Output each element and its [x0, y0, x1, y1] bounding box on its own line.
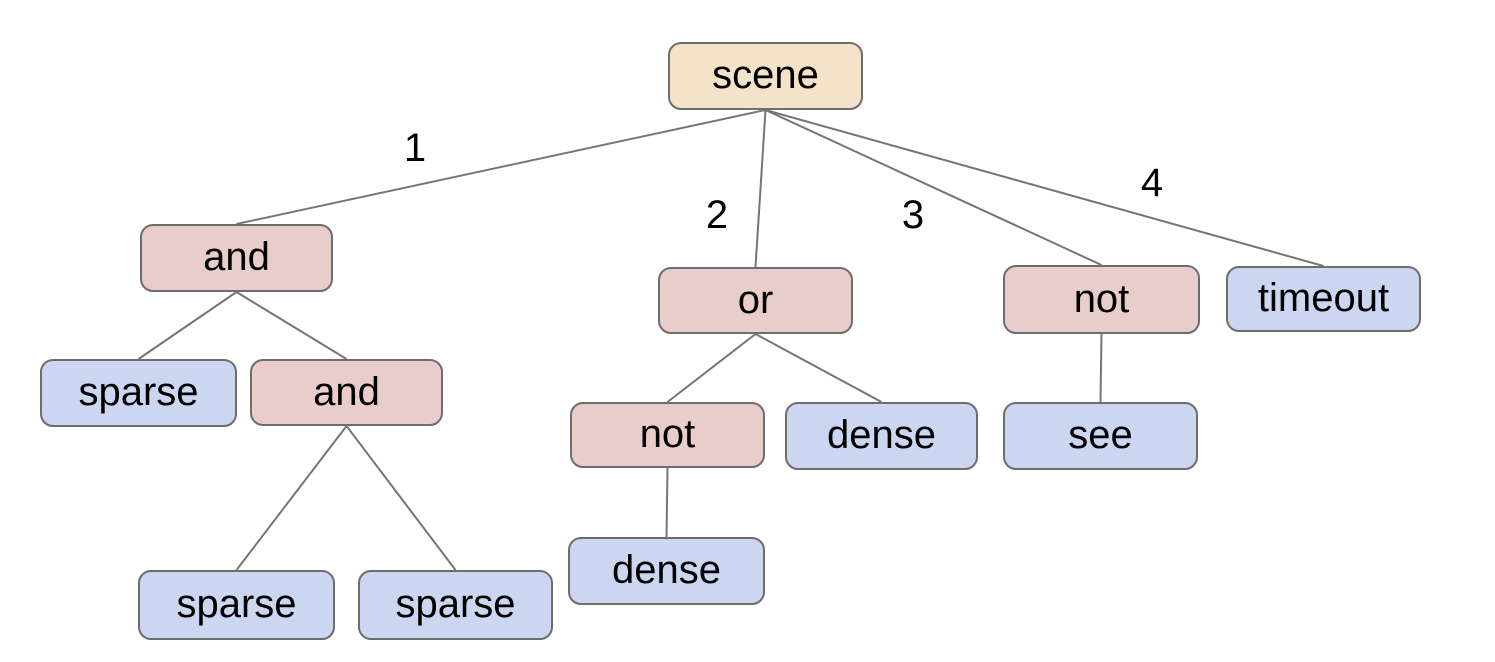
- edge-and2-sparse3: [345, 425, 457, 571]
- edge-or1-not2: [666, 333, 757, 403]
- node-or1[interactable]: or: [658, 267, 853, 334]
- node-label: scene: [712, 53, 819, 97]
- node-not2[interactable]: not: [570, 402, 765, 468]
- edge-label-4: 4: [1140, 161, 1164, 205]
- edge-not2-dense2: [665, 467, 669, 538]
- node-label: not: [639, 412, 696, 456]
- node-sparse3[interactable]: sparse: [358, 570, 553, 640]
- edge-scene-and1: [236, 109, 766, 225]
- node-label: see: [1068, 413, 1133, 457]
- node-not1[interactable]: not: [1003, 265, 1200, 334]
- node-and2[interactable]: and: [250, 359, 443, 426]
- node-dense2[interactable]: dense: [568, 537, 765, 605]
- node-label: and: [313, 369, 380, 414]
- node-and1[interactable]: and: [140, 224, 333, 292]
- edge-not1-see1: [1099, 333, 1103, 403]
- edge-scene-not1: [765, 109, 1102, 266]
- node-label: dense: [827, 413, 936, 457]
- node-label: not: [1073, 276, 1130, 321]
- edge-and2-sparse2: [235, 425, 348, 571]
- node-label: or: [737, 277, 774, 322]
- node-label: timeout: [1257, 276, 1390, 320]
- edge-or1-dense1: [755, 333, 882, 403]
- node-sparse1[interactable]: sparse: [40, 359, 237, 427]
- edge-and1-sparse1: [137, 291, 238, 360]
- node-label: sparse: [176, 582, 297, 626]
- node-dense1[interactable]: dense: [785, 402, 978, 470]
- node-label: and: [203, 235, 270, 279]
- node-scene[interactable]: scene: [668, 42, 863, 110]
- edge-and1-and2: [235, 291, 348, 360]
- edge-scene-timeout1: [765, 109, 1324, 267]
- node-see1[interactable]: see: [1003, 402, 1198, 470]
- node-label: sparse: [78, 370, 199, 414]
- edge-scene-or1: [754, 109, 767, 268]
- edge-label-2: 2: [705, 193, 729, 237]
- edge-label-1: 1: [403, 126, 427, 170]
- node-label: dense: [612, 548, 721, 592]
- node-label: sparse: [395, 582, 516, 626]
- node-sparse2[interactable]: sparse: [138, 570, 335, 640]
- node-timeout1[interactable]: timeout: [1226, 266, 1421, 332]
- edge-label-3: 3: [901, 193, 925, 237]
